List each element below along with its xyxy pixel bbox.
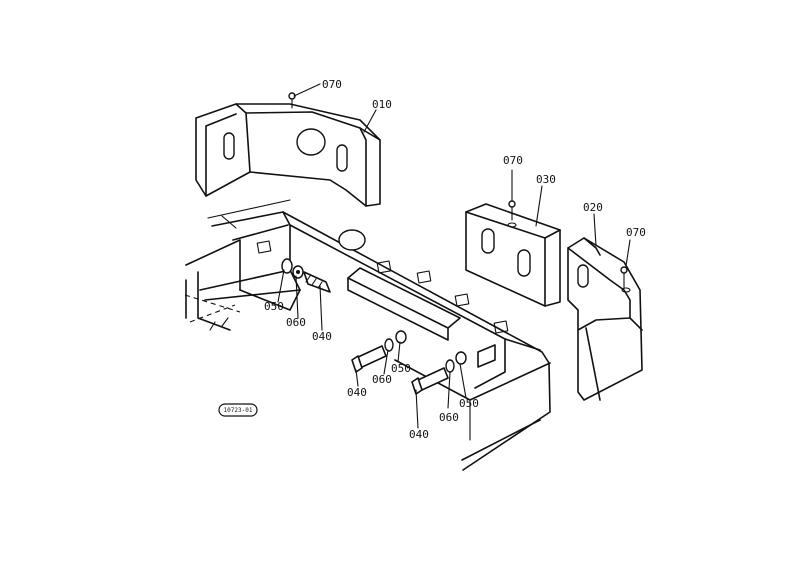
callout-010: 010 bbox=[372, 98, 392, 111]
leader-lines bbox=[277, 83, 631, 429]
callout-070-c: 070 bbox=[626, 226, 646, 239]
callout-040-a: 040 bbox=[312, 330, 332, 343]
callout-070-a: 070 bbox=[322, 78, 342, 91]
callout-070-b: 070 bbox=[503, 154, 523, 167]
counterweight-030 bbox=[465, 203, 561, 307]
drawing-code-badge: 10723-01 bbox=[218, 403, 258, 417]
drawing-code: 10723-01 bbox=[224, 407, 253, 414]
callout-040-b: 040 bbox=[347, 386, 367, 399]
callout-050-c: 050 bbox=[459, 397, 479, 410]
counterweight-020 bbox=[567, 237, 643, 401]
callout-050-b: 050 bbox=[391, 362, 411, 375]
callout-060-c: 060 bbox=[439, 411, 459, 424]
callout-050-a: 050 bbox=[264, 300, 284, 313]
counterweight-010 bbox=[195, 103, 381, 207]
callout-030: 030 bbox=[536, 173, 556, 186]
callout-060-b: 060 bbox=[372, 373, 392, 386]
callout-040-c: 040 bbox=[409, 428, 429, 441]
callout-060-a: 060 bbox=[286, 316, 306, 329]
callout-labels: 070 010 070 030 020 070 050 060 040 040 … bbox=[264, 78, 646, 441]
rear-frame bbox=[184, 199, 551, 471]
callout-020: 020 bbox=[583, 201, 603, 214]
